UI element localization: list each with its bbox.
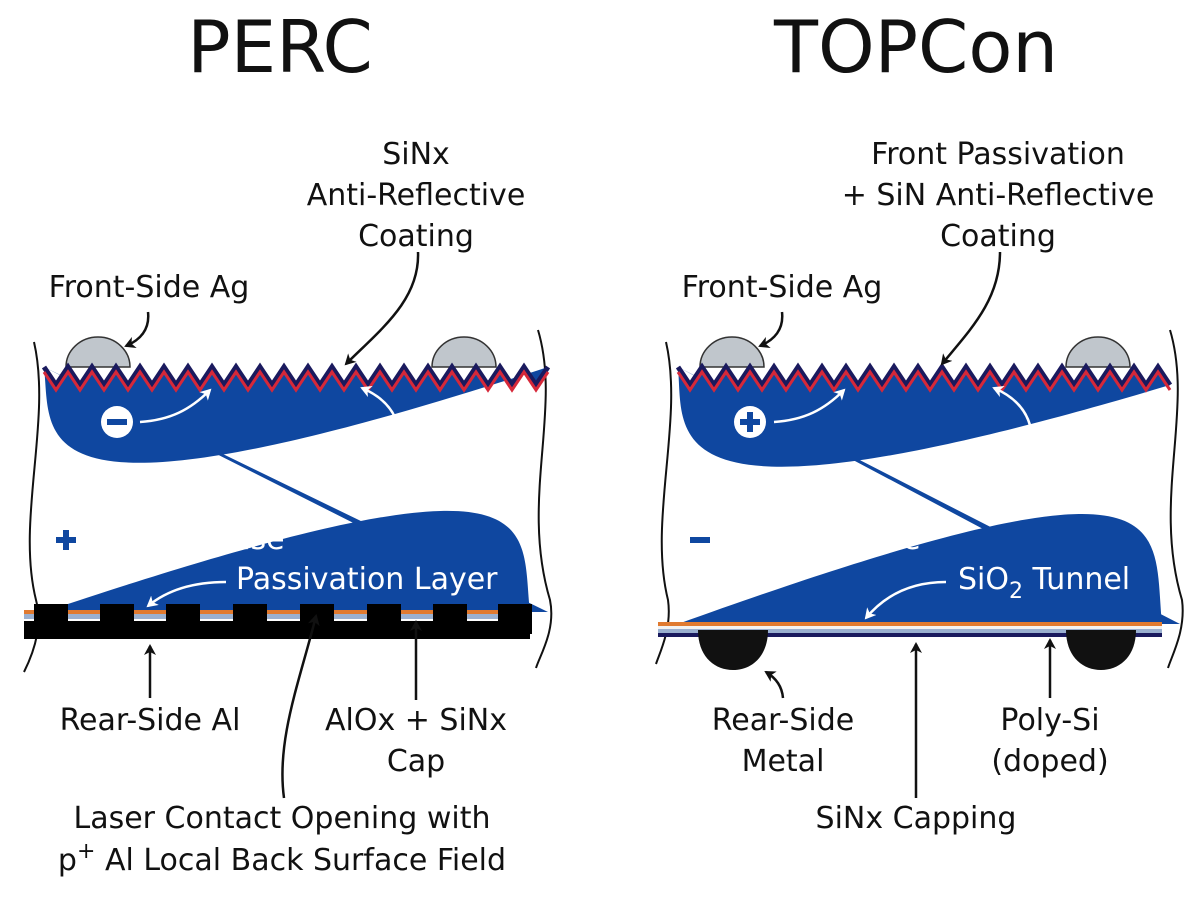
topcon-arc-arrow bbox=[940, 251, 1002, 366]
perc-plus-icon bbox=[50, 524, 82, 556]
perc-title: PERC bbox=[187, 5, 373, 89]
topcon-title: TOPCon bbox=[773, 5, 1058, 89]
perc-rear-al-label: Rear-Side Al bbox=[60, 703, 241, 738]
topcon-arc-label-2: + SiN Anti-Reflective bbox=[842, 178, 1155, 213]
topcon-carrier-arrow bbox=[773, 388, 846, 424]
perc-laser-contact-opening bbox=[233, 604, 267, 634]
topcon-front-ag-contact-1 bbox=[699, 336, 765, 368]
perc-base-body bbox=[44, 367, 548, 612]
topcon-wafer-left-edge bbox=[655, 341, 673, 665]
topcon-emitter-arrow bbox=[992, 386, 1034, 449]
perc-arc-label-3: Coating bbox=[358, 219, 474, 254]
topcon-tunnel-arrow bbox=[864, 580, 947, 620]
perc-emitter-rest: Emitter bbox=[359, 453, 480, 488]
topcon-plus-icon bbox=[734, 406, 766, 438]
perc-laser-label-2: p+ Al Local Back Surface Field bbox=[58, 839, 506, 878]
topcon-front-ag-label: Front-Side Ag bbox=[682, 270, 883, 305]
perc-arc-label-1: SiNx bbox=[382, 137, 450, 172]
topcon-emitter-zigzag bbox=[676, 369, 1172, 393]
topcon-arc-zigzag bbox=[675, 362, 1173, 390]
perc-front-ag-contact-1 bbox=[65, 336, 131, 368]
perc-laser-p: p bbox=[58, 843, 77, 878]
perc-laser-contact-openings bbox=[34, 604, 532, 634]
perc-laser-contact-opening bbox=[300, 604, 334, 634]
perc-arc-arrow bbox=[344, 251, 420, 366]
perc-laser-contact-opening bbox=[433, 604, 467, 634]
perc-panel: PERC SiNx Anti-Reflective Coating bbox=[23, 5, 553, 878]
perc-base-label: p-Type Base bbox=[106, 522, 285, 557]
perc-laser-contact-opening bbox=[100, 604, 134, 634]
topcon-rear-metal-arrow bbox=[764, 670, 785, 699]
perc-alox-label-1: AlOx + SiNx bbox=[325, 703, 507, 738]
perc-rear-passivation-line bbox=[24, 614, 530, 619]
perc-wafer-left-edge bbox=[23, 341, 41, 673]
topcon-rear-metal-label-1: Rear-Side bbox=[712, 703, 854, 738]
topcon-base-body bbox=[678, 367, 1180, 624]
topcon-tunnel-sub: 2 bbox=[1009, 579, 1023, 604]
perc-emitter-base: n bbox=[321, 453, 340, 488]
perc-emitter-arrow bbox=[360, 386, 402, 449]
topcon-emitter-sup: + bbox=[972, 449, 990, 474]
perc-passivation-arrow bbox=[146, 580, 227, 608]
topcon-polysi-label-1: Poly-Si bbox=[1000, 703, 1099, 738]
perc-laser-contact-opening bbox=[34, 604, 68, 634]
topcon-rear-metal-label-2: Metal bbox=[742, 744, 825, 779]
perc-emitter-sup: + bbox=[340, 449, 358, 474]
perc-arc-label-2: Anti-Reflective bbox=[307, 178, 526, 213]
perc-laser-contact-opening bbox=[498, 604, 532, 634]
topcon-sinx-capping-label: SiNx Capping bbox=[816, 801, 1017, 836]
perc-rear-al-layer bbox=[24, 621, 530, 639]
perc-alox-label-2: Cap bbox=[387, 744, 445, 779]
perc-arc-zigzag bbox=[41, 362, 551, 390]
perc-wafer-right-edge bbox=[535, 329, 553, 669]
topcon-tunnel-sio: SiO bbox=[958, 562, 1009, 597]
perc-emitter-zigzag bbox=[42, 369, 550, 393]
topcon-wafer-right-edge bbox=[1167, 329, 1184, 669]
perc-laser-label-1: Laser Contact Opening with bbox=[73, 801, 490, 836]
topcon-rear-metal-contact-2 bbox=[1066, 630, 1136, 670]
perc-laser-contact-opening bbox=[367, 604, 401, 634]
topcon-rear-orange-line bbox=[658, 622, 1162, 626]
topcon-sinx-capping-line bbox=[658, 633, 1162, 637]
perc-laser-rest: Al Local Back Surface Field bbox=[95, 843, 506, 878]
topcon-rear-metal-contact-1 bbox=[698, 630, 768, 670]
topcon-polysi-line bbox=[658, 629, 1162, 633]
topcon-panel: TOPCon Front Passivation + SiN Anti-Refl… bbox=[655, 5, 1184, 836]
perc-laser-contact-opening bbox=[166, 604, 200, 634]
topcon-minus-icon bbox=[684, 524, 716, 556]
topcon-emitter-label: p+ Emitter bbox=[953, 449, 1112, 488]
perc-rear-orange-line bbox=[24, 610, 530, 614]
topcon-arc-label-3: Coating bbox=[940, 219, 1056, 254]
perc-emitter-label: n+ Emitter bbox=[321, 449, 479, 488]
topcon-emitter-rest: Emitter bbox=[991, 453, 1112, 488]
topcon-tunnel-label: SiO2 Tunnel bbox=[958, 562, 1130, 604]
perc-passivation-label: Passivation Layer bbox=[236, 562, 498, 597]
topcon-front-ag-contact-2 bbox=[1065, 336, 1131, 368]
perc-front-ag-contact-2 bbox=[431, 336, 497, 368]
perc-laser-sup: + bbox=[77, 839, 95, 864]
topcon-emitter-base: p bbox=[953, 453, 972, 488]
topcon-arc-label-1: Front Passivation bbox=[871, 137, 1125, 172]
topcon-front-ag-arrow bbox=[758, 311, 784, 348]
topcon-polysi-label-2: (doped) bbox=[991, 744, 1108, 779]
perc-front-ag-label: Front-Side Ag bbox=[49, 270, 250, 305]
perc-minus-icon bbox=[101, 406, 133, 438]
topcon-tunnel-oxide-line bbox=[658, 626, 1162, 629]
perc-carrier-arrow bbox=[139, 388, 212, 424]
topcon-tunnel-rest: Tunnel bbox=[1023, 562, 1130, 597]
perc-laser-arrow bbox=[281, 614, 320, 799]
perc-front-ag-arrow bbox=[124, 311, 150, 348]
topcon-base-label: n-Type Base bbox=[742, 522, 921, 557]
